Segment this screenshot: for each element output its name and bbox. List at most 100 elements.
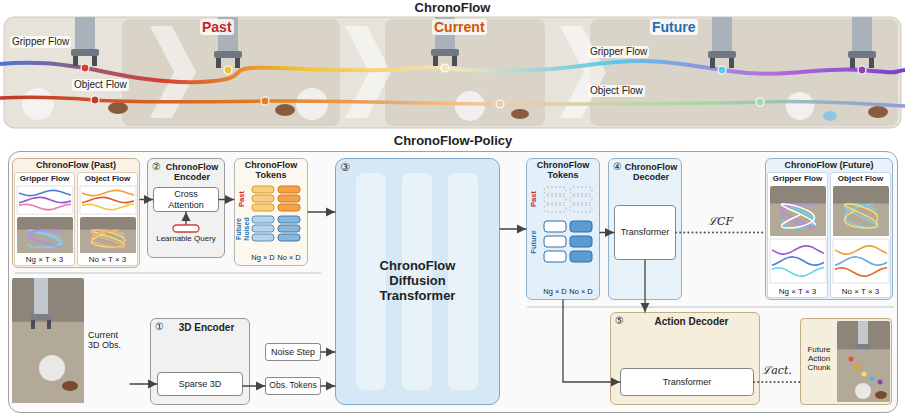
gripper — [433, 56, 438, 66]
text-holder: ChronoFlow Tokens — [529, 160, 597, 181]
panel-heading: Gripper Flow — [770, 174, 825, 183]
box-label: Transformer — [621, 227, 670, 237]
decoration-shape — [28, 230, 62, 248]
label-holder: Object Flow — [72, 79, 129, 91]
decoration-shape — [252, 204, 274, 211]
decoration-shape — [252, 216, 274, 223]
illustration-label: Object Flow — [72, 79, 129, 91]
decoration-shape — [19, 204, 71, 209]
decoration-shape — [770, 204, 826, 237]
connector — [321, 385, 335, 386]
decoration-shape — [544, 251, 566, 262]
decoration-shape — [544, 221, 566, 232]
text-holder: ChronoFlow-Policy — [9, 134, 897, 149]
connector — [140, 199, 153, 200]
box-title: ChronoFlow Decoder — [624, 162, 678, 183]
text-holder: Past — [238, 186, 248, 212]
text-holder: Future — [530, 227, 540, 257]
dimension-label: Ng × D — [541, 288, 569, 297]
decoration-shape — [772, 268, 824, 277]
connector — [321, 351, 335, 352]
decoration-shape — [80, 217, 136, 253]
flow-point — [81, 64, 866, 108]
dimension-label: No × D — [275, 254, 303, 263]
text-holder: Transformer — [621, 369, 753, 395]
text-holder: Ng × D — [541, 288, 569, 297]
gripper — [869, 58, 874, 68]
decoration-shape — [570, 205, 592, 212]
image-caption: Current 3D Obs. — [88, 330, 130, 351]
toy — [108, 102, 128, 114]
text-holder: Gripper Flow — [770, 174, 825, 183]
gripper — [431, 49, 459, 56]
text-holder: ChronoFlow (Future) — [768, 160, 890, 170]
text-holder: ③ — [340, 161, 350, 174]
connector — [754, 381, 800, 383]
encoder-box: ②ChronoFlow EncoderCross AttentionLearna… — [147, 158, 225, 258]
row-label: Past — [238, 186, 246, 212]
decoration-shape — [252, 234, 274, 241]
flow-point — [81, 64, 89, 72]
decoration-shape — [17, 217, 73, 253]
decoration-shape — [27, 230, 61, 248]
query-label: Learnable Query — [154, 234, 218, 243]
callout-number: ⑤ — [615, 315, 624, 327]
dimension-label: No × D — [567, 288, 595, 297]
panel-heading: ChronoFlow Tokens — [237, 160, 305, 181]
decoration-shape — [862, 372, 867, 377]
box-label: Obs. Tokens — [269, 381, 316, 391]
decoration-shape — [855, 344, 871, 349]
dimension-label: No × T × 3 — [79, 255, 136, 264]
decoration — [15, 173, 76, 267]
decoration-shape — [82, 204, 134, 209]
decoration-shape — [570, 236, 592, 247]
gripper — [729, 58, 734, 68]
box-label: Transformer — [663, 377, 712, 387]
decoration-shape — [17, 230, 73, 253]
decoration-shape — [278, 195, 300, 202]
decoration-shape — [772, 246, 824, 254]
panel-heading: ChronoFlow (Past) — [15, 160, 137, 170]
decoration-shape — [91, 230, 124, 248]
decoration-shape — [833, 186, 889, 236]
decoration-shape — [278, 186, 300, 193]
panel-heading: ChronoFlow Tokens — [529, 160, 597, 181]
text-holder: Learnable Query — [154, 234, 218, 243]
decoration-shape — [772, 257, 824, 265]
panel-heading: Gripper Flow — [17, 174, 72, 183]
ball — [455, 91, 485, 121]
cross-attention-box: Cross Attention — [153, 187, 219, 212]
text-holder: Ng × T × 3 — [16, 255, 73, 264]
decoration-shape — [278, 225, 300, 232]
label-holder: ℒact. — [760, 365, 794, 378]
object-flow-plot: Object FlowNo × T × 3 — [77, 172, 138, 266]
text-holder: ChronoFlow Decoder — [624, 162, 678, 183]
text-holder: Object Flow — [833, 174, 888, 183]
decoration-shape — [252, 195, 274, 202]
label-holder: Past — [200, 19, 234, 35]
encoder-box: ①3D EncoderSparse 3D — [150, 318, 250, 405]
decoration-shape — [544, 236, 566, 247]
box-title: ChronoFlow Diffusion Transformer — [358, 259, 477, 304]
connector — [644, 260, 645, 312]
decoration-shape — [844, 204, 877, 228]
flow-point — [756, 98, 764, 106]
text-holder: Obs. Tokens — [266, 378, 320, 394]
text-holder: No × T × 3 — [832, 287, 889, 296]
decoration-shape — [448, 173, 478, 390]
label-holder: Current — [432, 19, 487, 35]
learnable-query: Learnable Query — [154, 224, 218, 252]
connector — [600, 232, 614, 233]
box-title: ChronoFlow Encoder — [163, 162, 221, 183]
future-flow-panel: ChronoFlow (Future)Gripper FlowNg × T × … — [765, 158, 893, 300]
dimension-label: No × T × 3 — [832, 287, 889, 296]
title-holder: ChronoFlow — [0, 1, 905, 16]
transformer-box: Transformer — [614, 205, 676, 260]
decoration-shape — [91, 230, 124, 247]
flow-point — [261, 97, 269, 105]
token-panel: ChronoFlow TokensPastFuture NoisedNg × D… — [234, 158, 308, 266]
box-label: Sparse 3D — [179, 379, 222, 389]
decoration-shape — [837, 349, 890, 402]
decoration-shape — [835, 246, 887, 254]
